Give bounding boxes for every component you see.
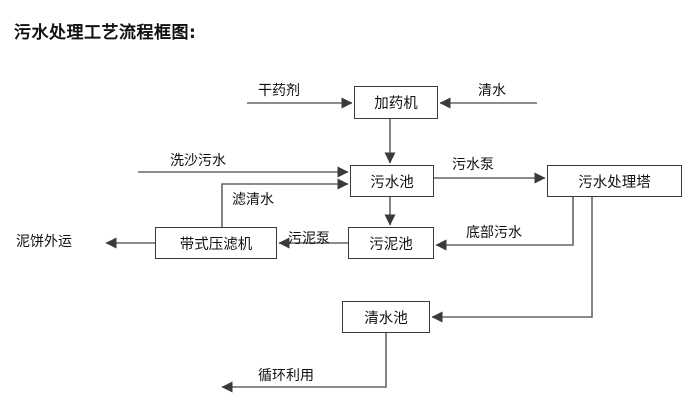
edge-treatment-tower-bottom-wastewater-to-sludge-pool [435,197,574,251]
node-label: 加药机 [374,96,418,112]
edge-label-filtrate-clear-water: 滤清水 [232,192,274,208]
edge-label-sand-wash-wastewater: 洗沙污水 [170,153,226,169]
node-treatment-tower[interactable]: 污水处理塔 [547,165,682,197]
terminal-label-mud-cake-out: 泥饼外运 [16,234,72,250]
edge-treatment-tower-to-clean-water-pool [431,197,593,323]
edge-label-wastewater-pump: 污水泵 [452,157,494,173]
node-dosing-machine[interactable]: 加药机 [354,86,438,119]
edge-label-bottom-wastewater: 底部污水 [466,225,522,241]
node-sludge-pool[interactable]: 污泥池 [348,227,434,259]
edge-label-sludge-pump: 污泥泵 [288,231,330,247]
page-title: 污水处理工艺流程框图: [14,23,197,43]
edge-filter-press-to-wastewater-pool [221,178,349,227]
node-label: 污水池 [370,174,414,191]
edge-label-dry-chemical: 干药剂 [258,83,300,99]
node-label: 污泥池 [369,236,413,253]
node-label: 带式压滤机 [179,236,253,253]
edge-label-clean-water-in: 清水 [478,83,506,99]
node-clean-water-pool[interactable]: 清水池 [342,301,430,333]
node-label: 清水池 [364,310,408,327]
node-belt-filter-press[interactable]: 带式压滤机 [155,227,277,259]
node-label: 污水处理塔 [578,174,651,191]
edge-clean-water-pool-to-recycling [221,333,387,393]
node-wastewater-pool[interactable]: 污水池 [350,165,434,197]
edge-label-recycling-reuse: 循环利用 [258,368,314,384]
